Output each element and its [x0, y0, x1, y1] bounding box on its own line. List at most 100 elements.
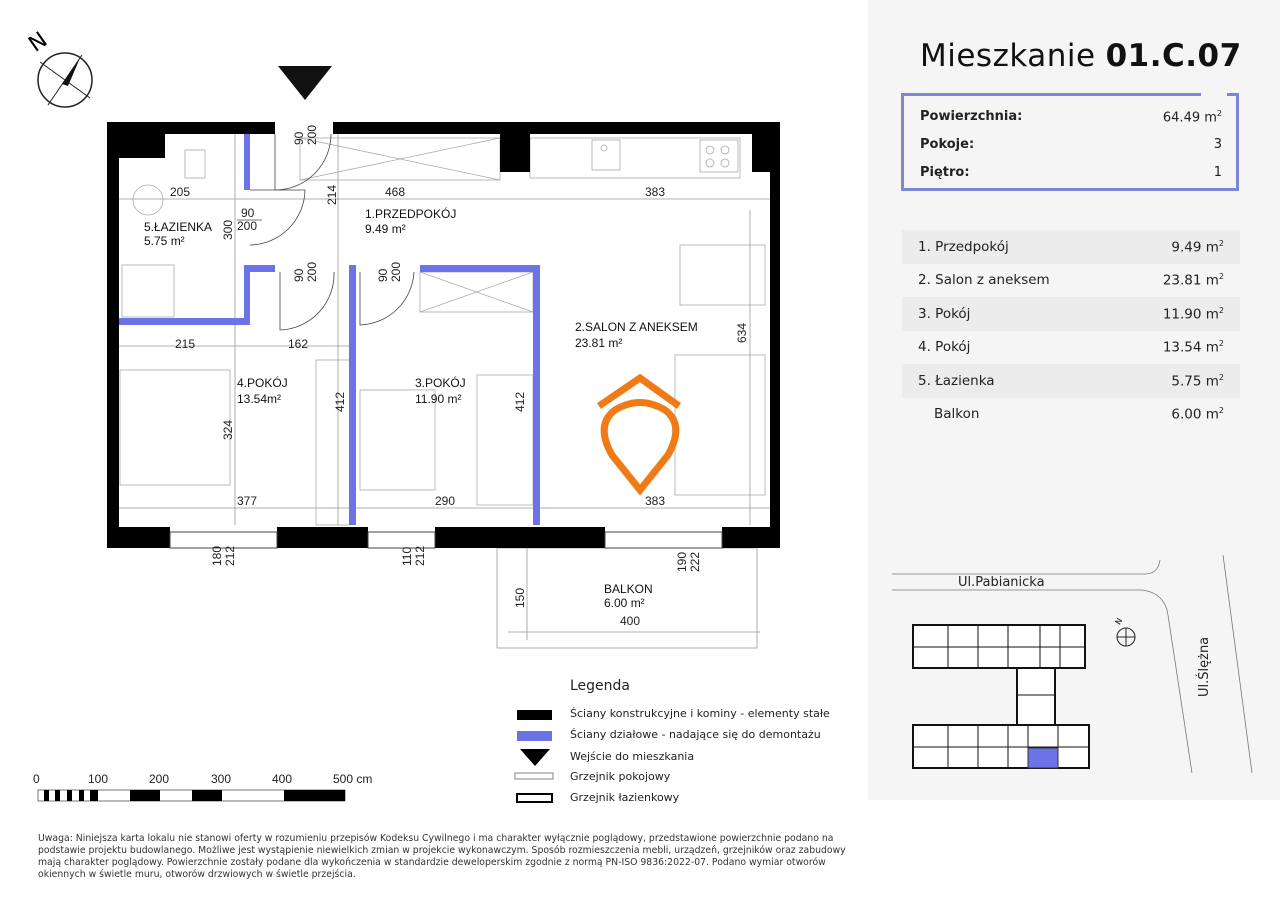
- legend-item: Wejście do mieszkania: [570, 750, 695, 763]
- svg-text:212: 212: [413, 546, 427, 566]
- svg-text:468: 468: [385, 185, 405, 199]
- svg-text:110: 110: [400, 547, 414, 566]
- room-area-lazienka: 5.75 m²: [144, 234, 185, 248]
- svg-text:500 cm: 500 cm: [333, 772, 372, 786]
- partition-walls: [119, 134, 540, 525]
- room-name: 5. Łazienka: [918, 372, 995, 389]
- unit-sup: 2: [1218, 372, 1224, 382]
- legend-swatch-structural: [517, 710, 552, 720]
- room-label-balkon: BALKON: [604, 582, 653, 596]
- svg-text:215: 215: [175, 337, 195, 351]
- legend-title: Legenda: [570, 678, 631, 694]
- room-label-lazienka: 5.ŁAZIENKA: [144, 220, 212, 234]
- svg-text:90: 90: [376, 268, 390, 282]
- street-label-slezna: Ul.Ślężna: [1196, 637, 1212, 697]
- room-area-pokoj-4: 13.54m²: [237, 392, 281, 406]
- north-label: N: [24, 28, 52, 58]
- room-row: Balkon 6.00 m2: [902, 398, 1240, 432]
- summary-row-rooms: Pokoje: 3: [920, 137, 1222, 152]
- logo-icon: [597, 373, 682, 496]
- unit-sup: 2: [1218, 305, 1224, 315]
- room-name: 1. Przedpokój: [918, 238, 1009, 255]
- svg-text:300: 300: [211, 772, 231, 786]
- room-name: 2. Salon z aneksem: [918, 272, 1050, 289]
- svg-text:290: 290: [435, 494, 455, 508]
- room-label-przedpokoj: 1.PRZEDPOKÓJ: [365, 206, 456, 221]
- room-row: 4. Pokój 13.54 m2: [902, 331, 1240, 365]
- street-label-pabianicka: Ul.Pabianicka: [958, 575, 1045, 590]
- room-name: 3. Pokój: [918, 305, 971, 322]
- svg-text:383: 383: [645, 185, 665, 199]
- summary-label: Powierzchnia:: [920, 109, 1023, 124]
- room-name: Balkon: [934, 406, 980, 423]
- svg-text:200: 200: [305, 262, 319, 282]
- entrance-arrow-icon: [278, 66, 332, 100]
- legend-item: Ściany konstrukcyjne i kominy - elementy…: [570, 707, 830, 720]
- unit-sup: 2: [1216, 109, 1222, 118]
- unit-sup: 2: [1218, 406, 1224, 415]
- room-area: 11.90 m: [1162, 306, 1219, 322]
- room-label-pokoj-4: 4.POKÓJ: [237, 375, 288, 390]
- svg-text:205: 205: [170, 185, 190, 199]
- svg-text:90: 90: [241, 206, 255, 220]
- summary-value: 64.49 m: [1162, 110, 1217, 126]
- summary-row-area: Powierzchnia: 64.49 m2: [920, 109, 1222, 125]
- svg-text:90: 90: [292, 131, 306, 145]
- room-row: 2. Salon z aneksem 23.81 m2: [902, 264, 1240, 298]
- site-compass-icon: N: [1114, 617, 1136, 647]
- legend-entrance-icon: [520, 749, 550, 766]
- svg-text:100: 100: [88, 772, 108, 786]
- summary-row-floor: Piętro:1: [920, 165, 1222, 180]
- svg-text:400: 400: [272, 772, 292, 786]
- apartment-number: 01.C.07: [1105, 38, 1242, 74]
- legend-swatch-partition: [517, 731, 552, 741]
- svg-text:412: 412: [513, 392, 527, 412]
- room-area: 23.81 m: [1162, 272, 1219, 289]
- svg-text:383: 383: [645, 494, 665, 508]
- site-plan: Ul.Pabianicka Ul.Ślężna N: [892, 555, 1253, 774]
- apartment-highlight: [1027, 747, 1059, 769]
- title-prefix: Mieszkanie: [920, 38, 1096, 74]
- door-swings: [249, 133, 415, 331]
- svg-text:412: 412: [333, 392, 347, 412]
- svg-text:162: 162: [288, 337, 308, 351]
- dimension-labels: 205 468 383 214 300 215 162 634 412 412 …: [170, 125, 749, 628]
- svg-text:200: 200: [237, 219, 257, 233]
- compass-icon: N: [24, 28, 93, 108]
- scale-bar: 0 100 200 300 400 500 cm: [33, 772, 372, 802]
- room-area: 13.54 m: [1162, 339, 1219, 356]
- svg-text:377: 377: [237, 494, 257, 508]
- room-label-pokoj-3: 3.POKÓJ: [415, 375, 466, 390]
- summary-label: Piętro:: [920, 165, 970, 180]
- room-row: 1. Przedpokój 9.49 m2: [902, 230, 1240, 264]
- dimension-lines: [119, 134, 770, 649]
- room-area: 9.49 m: [1171, 239, 1219, 255]
- room-name: 4. Pokój: [918, 339, 971, 356]
- svg-text:634: 634: [735, 323, 749, 343]
- svg-text:0: 0: [33, 772, 40, 786]
- svg-text:214: 214: [325, 185, 339, 205]
- svg-text:324: 324: [221, 420, 235, 440]
- svg-text:300: 300: [221, 220, 235, 240]
- svg-text:90: 90: [292, 268, 306, 282]
- unit-sup: 2: [1218, 238, 1224, 248]
- room-label-salon: 2.SALON Z ANEKSEM: [575, 320, 698, 334]
- svg-text:150: 150: [513, 588, 527, 608]
- legend-item: Ściany działowe - nadające się do demont…: [570, 728, 821, 741]
- unit-sup: 2: [1218, 272, 1224, 281]
- unit-sup: 2: [1218, 339, 1224, 348]
- legend-radiator-icon: [514, 772, 554, 780]
- svg-text:212: 212: [223, 546, 237, 566]
- structural-walls: [107, 122, 780, 548]
- legend-item: Grzejnik łazienkowy: [570, 791, 680, 804]
- svg-text:190: 190: [675, 552, 689, 572]
- room-area-balkon: 6.00 m²: [604, 596, 645, 610]
- room-area: 6.00 m: [1171, 406, 1219, 423]
- svg-text:180: 180: [210, 546, 224, 566]
- windows[interactable]: [169, 531, 723, 549]
- summary-value: 3: [1213, 137, 1222, 152]
- summary-label: Pokoje:: [920, 137, 975, 152]
